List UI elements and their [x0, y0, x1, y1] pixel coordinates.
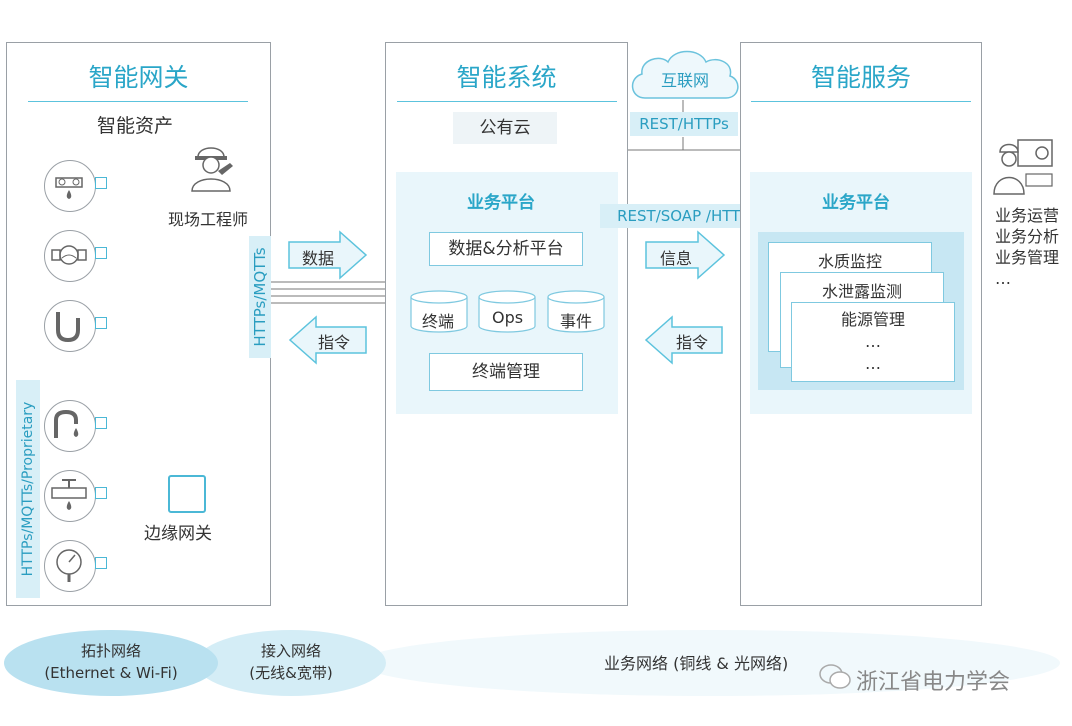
edge-gateway-box [168, 475, 206, 513]
arrow-data [288, 230, 368, 280]
topology-network-ellipse: 拓扑网络 (Ethernet & Wi-Fi) [4, 630, 218, 696]
arrow-info-label: 信息 [660, 249, 693, 268]
device6-port [95, 557, 107, 569]
db-terminal-label: 终端 [422, 312, 455, 331]
business-network-label: 业务网络 (铜线 & 光网络) [604, 654, 789, 673]
protocol-tag-vertical [249, 236, 271, 358]
arrow-data-label: 数据 [302, 249, 335, 268]
gauge-icon [56, 549, 82, 582]
db-ops-icon [478, 290, 536, 333]
assets-label: 智能资产 [97, 115, 174, 137]
db-terminal-icon [410, 290, 468, 333]
system-title-rule [397, 101, 617, 102]
tap-icon [51, 479, 87, 510]
terminal-management: 终端管理 [429, 353, 583, 391]
engineer-label: 现场工程师 [168, 210, 249, 229]
biz-ellipsis: … [995, 269, 1011, 288]
arrow-command-left-label: 指令 [318, 333, 351, 352]
topology-network-sub: (Ethernet & Wi-Fi) [44, 664, 178, 682]
arrow-info [645, 230, 726, 280]
service-card-energy: 能源管理 … … [791, 302, 955, 382]
protocol-tag-left [16, 380, 40, 598]
arrow-command-right-label: 指令 [676, 333, 709, 352]
edge-gateway-label: 边缘网关 [144, 524, 212, 544]
watermark-text: 浙江省电力学会 [856, 670, 1011, 695]
energy-label: 能源管理 [840, 310, 905, 329]
rest-https-tag: REST/HTTPs [630, 112, 738, 136]
device-faucet-icon [44, 400, 96, 452]
cloud-shape [631, 50, 739, 99]
biz-analysis: 业务分析 [995, 227, 1060, 246]
protocol-text-vertical: HTTPs/MQTTs [251, 247, 269, 347]
system-title: 智能系统 [456, 63, 557, 92]
business-user-labels: 业务运营 业务分析 业务管理 … [995, 205, 1059, 289]
device-valve-icon [44, 160, 96, 212]
meter-icon [51, 245, 87, 265]
device2-port [95, 247, 107, 259]
biz-mgmt: 业务管理 [995, 248, 1060, 267]
device3-port [95, 317, 107, 329]
data-analytics-platform: 数据&分析平台 [429, 232, 583, 266]
card-ellipsis-2: … [865, 354, 881, 373]
arrow-command-left [288, 315, 367, 365]
gateway-title: 智能网关 [88, 63, 189, 92]
biz-ops: 业务运营 [995, 206, 1060, 225]
db-event-label: 事件 [560, 312, 593, 331]
access-network-title: 接入网络 [260, 642, 321, 660]
device5-port [95, 487, 107, 499]
arrow-command-right [644, 315, 723, 365]
db-event-icon [547, 290, 605, 333]
public-cloud-box: 公有云 [453, 112, 557, 144]
card-ellipsis-1: … [865, 332, 881, 351]
business-user-icon [993, 139, 1053, 195]
access-network-ellipse: 接入网络 (无线&宽带) [196, 630, 386, 696]
db-ops-label: Ops [492, 308, 524, 327]
valve-icon [55, 177, 83, 199]
device-pipe-icon [44, 300, 96, 352]
device1-port [95, 177, 107, 189]
device4-port [95, 417, 107, 429]
service-platform-title: 业务平台 [822, 193, 890, 213]
pipe-icon [56, 312, 80, 343]
gateway-title-rule [28, 101, 248, 102]
service-title-rule [751, 101, 971, 102]
internet-cloud-label: 互联网 [661, 71, 710, 90]
access-network-sub: (无线&宽带) [249, 664, 333, 682]
protocol-text-left: HTTPs/MQTTs/Proprietary [20, 401, 36, 577]
business-network-ellipse [360, 630, 1060, 696]
system-platform-title: 业务平台 [467, 193, 535, 213]
topology-network-title: 拓扑网络 [80, 642, 141, 660]
wechat-logo-icon [819, 664, 851, 689]
engineer-icon [191, 147, 233, 192]
faucet-icon [54, 409, 79, 438]
service-title: 智能服务 [810, 63, 911, 92]
